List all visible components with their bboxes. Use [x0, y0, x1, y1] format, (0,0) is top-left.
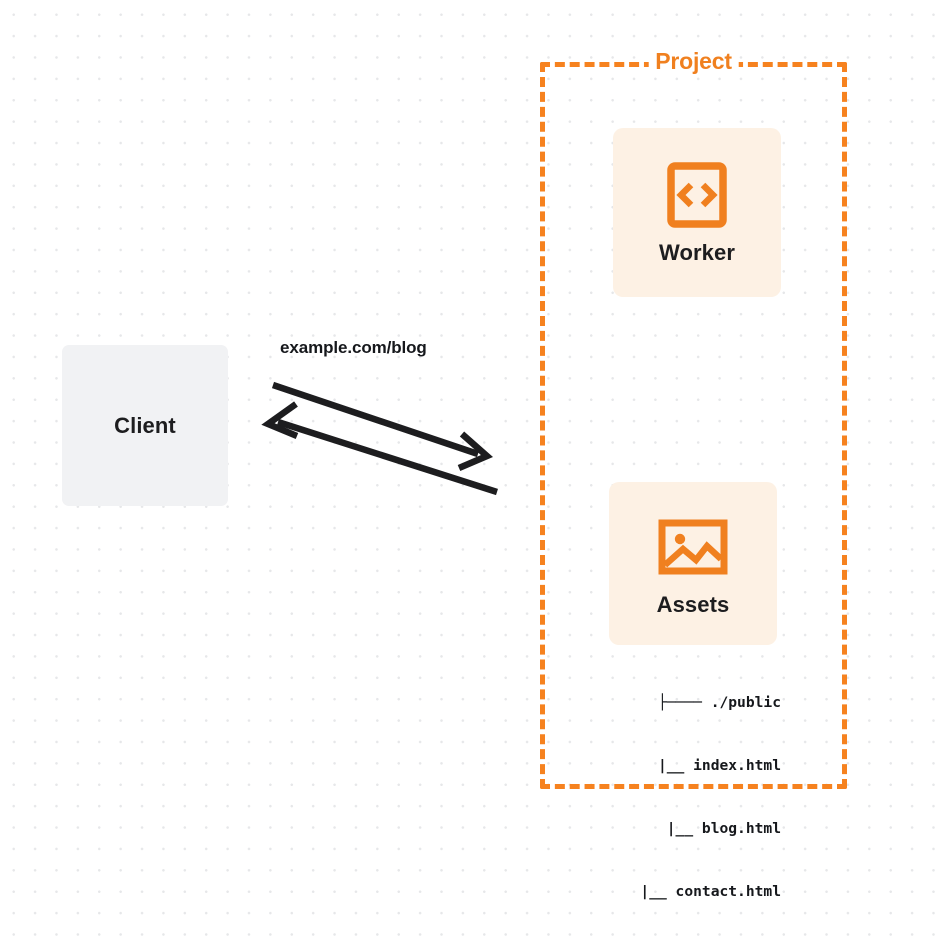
file-tree-row: |__ contact.html — [640, 883, 781, 900]
file-tree-row: |__ index.html — [657, 757, 781, 774]
project-container: Project Worker Assets — [540, 47, 847, 900]
diagram-canvas: Client example.com/blog Project — [62, 47, 847, 900]
connection-label: example.com/blog — [280, 338, 427, 357]
client-node-label: Client — [114, 412, 176, 438]
file-tree-row: |__ blog.html — [666, 820, 781, 837]
assets-node[interactable]: Assets — [609, 482, 777, 645]
assets-node-label: Assets — [656, 592, 730, 617]
assets-file-tree: ├──── ./public |__ index.html |__ blog.h… — [586, 650, 781, 944]
worker-node-label: Worker — [659, 240, 735, 265]
response-arrow — [261, 401, 498, 496]
client-node[interactable]: Client — [62, 345, 228, 506]
image-landscape-icon — [658, 514, 728, 580]
code-brackets-icon — [667, 162, 727, 228]
file-tree-row: ├──── ./public — [657, 694, 781, 711]
project-title: Project — [648, 47, 739, 75]
request-arrow — [271, 381, 494, 471]
worker-node[interactable]: Worker — [613, 128, 781, 297]
